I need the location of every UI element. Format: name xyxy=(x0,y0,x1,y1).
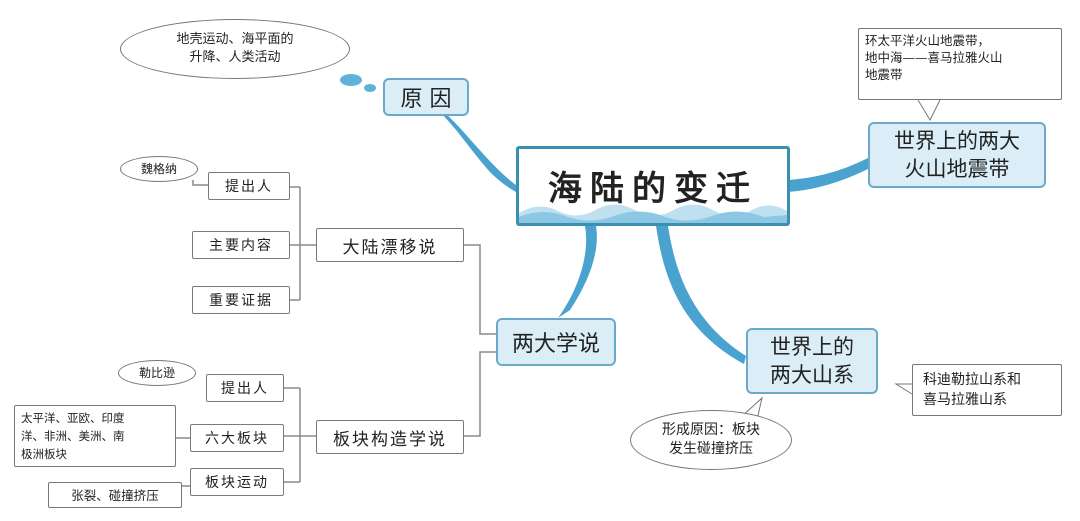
plate-movement-note: 张裂、碰撞挤压 xyxy=(48,482,182,508)
reason-label: 原 因 xyxy=(400,87,452,112)
drift-proposer-node: 提出人 xyxy=(208,172,290,200)
reason-note-line1: 地壳运动、海平面的 xyxy=(176,32,294,47)
cause-line1: 形成原因：板块 xyxy=(662,422,760,438)
plate-proposer-name-bubble: 勒比逊 xyxy=(118,360,196,386)
six-plates-note-line3: 极洲板块 xyxy=(21,447,67,461)
six-plates-note-line1: 太平洋、亚欧、印度 xyxy=(21,411,125,425)
branch-volcano xyxy=(788,158,870,192)
mountain-note-line1: 科迪勒拉山系和 xyxy=(923,372,1021,388)
six-plates-note: 太平洋、亚欧、印度 洋、非洲、美洲、南 极洲板块 xyxy=(14,405,176,467)
plate-tectonics-node: 板块构造学说 xyxy=(316,420,464,454)
plate-proposer-name: 勒比逊 xyxy=(138,366,175,380)
drift-proposer-name-bubble: 魏格纳 xyxy=(120,156,198,182)
volcano-note: 环太平洋火山地震带， 地中海——喜马拉雅火山 地震带 xyxy=(858,28,1062,100)
mountain-label-line1: 世界上的 xyxy=(770,335,854,359)
plate-movement-note-text: 张裂、碰撞挤压 xyxy=(71,487,159,503)
volcano-note-line1: 环太平洋火山地震带， xyxy=(865,33,991,48)
cause-bubble: 形成原因：板块 发生碰撞挤压 xyxy=(630,410,792,470)
drift-evidence-label: 重要证据 xyxy=(209,293,273,309)
plate-proposer-node: 提出人 xyxy=(206,374,284,402)
volcano-note-line2: 地中海——喜马拉雅火山 xyxy=(865,50,1003,65)
reason-note-bubble: 地壳运动、海平面的 升降、人类活动 xyxy=(120,19,350,79)
plate-movement-node: 板块运动 xyxy=(190,468,284,496)
reason-node: 原 因 xyxy=(383,78,469,116)
branch-mountains xyxy=(656,226,746,364)
thought-dot-small xyxy=(364,84,376,92)
mountain-note-tail xyxy=(894,383,913,395)
plate-label: 板块构造学说 xyxy=(333,429,447,450)
main-topic: 海陆的变迁 xyxy=(516,146,790,226)
six-plates-note-line2: 洋、非洲、美洲、南 xyxy=(21,429,125,443)
drift-tree xyxy=(176,180,496,487)
drift-content-label: 主要内容 xyxy=(209,238,273,254)
volcano-note-line3: 地震带 xyxy=(865,67,903,82)
mountain-systems-node: 世界上的 两大山系 xyxy=(746,328,878,394)
plate-proposer-label: 提出人 xyxy=(221,381,269,397)
volcano-label-line1: 世界上的两大 xyxy=(894,129,1020,153)
continental-drift-node: 大陆漂移说 xyxy=(316,228,464,262)
wave-decoration xyxy=(519,204,787,223)
six-plates-label: 六大板块 xyxy=(205,431,269,447)
theories-node: 两大学说 xyxy=(496,318,616,366)
volcano-note-tail xyxy=(917,99,941,122)
plate-movement-label: 板块运动 xyxy=(205,475,269,491)
theories-label: 两大学说 xyxy=(511,332,600,357)
drift-evidence-node: 重要证据 xyxy=(192,286,290,314)
mountain-note-line2: 喜马拉雅山系 xyxy=(923,392,1007,408)
drift-label: 大陆漂移说 xyxy=(342,237,438,258)
six-plates-node: 六大板块 xyxy=(190,424,284,452)
main-title: 海陆的变迁 xyxy=(548,169,758,209)
cause-line2: 发生碰撞挤压 xyxy=(669,441,753,457)
reason-note-line2: 升降、人类活动 xyxy=(189,50,281,65)
drift-proposer-label: 提出人 xyxy=(225,179,273,195)
branch-theories xyxy=(558,226,597,318)
volcano-belts-node: 世界上的两大 火山地震带 xyxy=(868,122,1046,188)
drift-proposer-name: 魏格纳 xyxy=(140,162,177,176)
thought-dot-large xyxy=(340,74,362,86)
mountain-note: 科迪勒拉山系和 喜马拉雅山系 xyxy=(912,364,1062,416)
branch-reason xyxy=(432,106,523,196)
drift-content-node: 主要内容 xyxy=(192,231,290,259)
mountain-label-line2: 两大山系 xyxy=(770,363,854,387)
volcano-label-line2: 火山地震带 xyxy=(904,157,1010,181)
